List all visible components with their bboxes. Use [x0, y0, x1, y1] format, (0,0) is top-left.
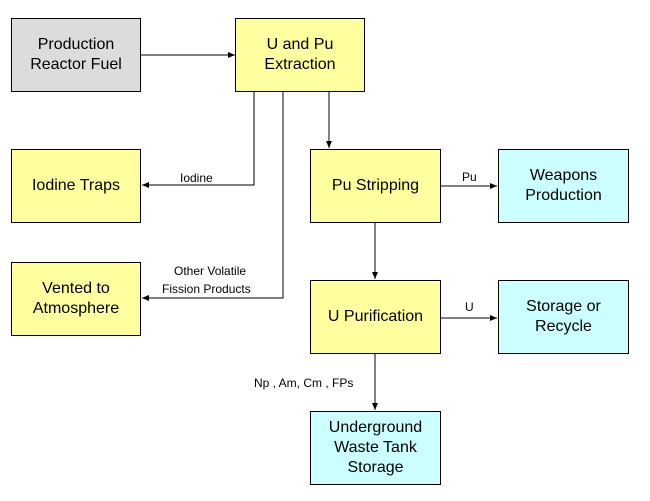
node-pu-stripping: Pu Stripping — [310, 149, 441, 223]
edge-label-fission-products: Fission Products — [162, 282, 251, 296]
node-u-pu-extraction: U and Pu Extraction — [235, 18, 365, 92]
edge-label-u: U — [465, 300, 474, 314]
node-production-reactor-fuel: Production Reactor Fuel — [11, 18, 141, 92]
edge-label-iodine: Iodine — [180, 171, 213, 185]
edge-extraction-to-vented — [142, 92, 284, 301]
edge-extraction-to-iodine-traps — [142, 92, 255, 188]
node-weapons-production: Weapons Production — [498, 149, 629, 223]
node-underground-waste-tank: Underground Waste Tank Storage — [310, 411, 441, 485]
edge-label-np-am-cm-fps: Np , Am, Cm , FPs — [254, 376, 354, 390]
edge-label-pu: Pu — [462, 170, 477, 184]
node-vented-to-atmosphere: Vented to Atmosphere — [11, 262, 141, 336]
edge-label-other-volatile: Other Volatile — [174, 264, 247, 278]
node-storage-or-recycle: Storage or Recycle — [498, 280, 629, 354]
node-iodine-traps: Iodine Traps — [11, 149, 141, 223]
node-u-purification: U Purification — [310, 280, 441, 354]
